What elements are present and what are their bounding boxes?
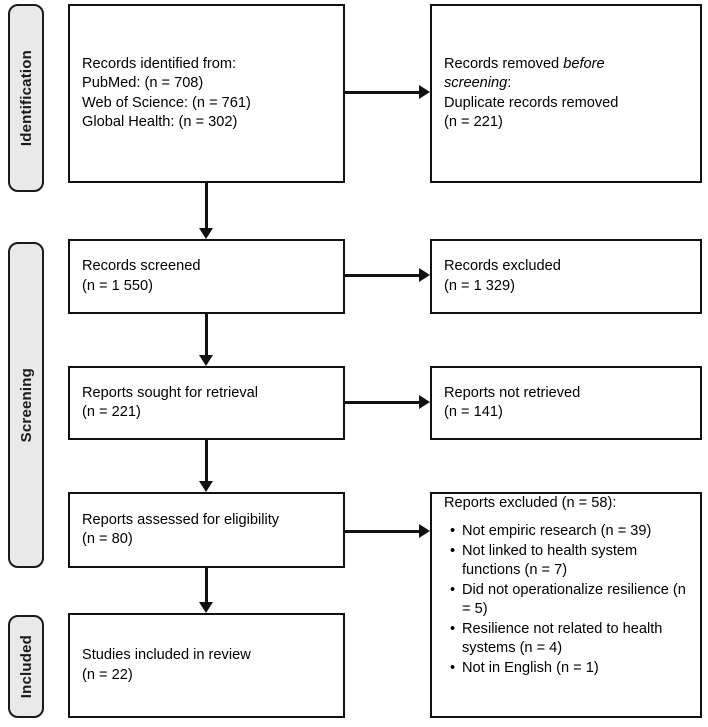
- connector-identified-to-screened: [205, 183, 208, 228]
- records-removed-box: Records removed before screening: Duplic…: [430, 4, 702, 183]
- arrow-right-icon-assessed-to-excluded: [419, 523, 430, 538]
- records-screened-box: Records screened (n = 1 550): [68, 239, 345, 314]
- records-removed-italic-before: before: [563, 56, 605, 72]
- list-item: Resilience not related to health systems…: [450, 620, 690, 658]
- connector-sought-to-assessed: [205, 440, 208, 481]
- records-removed-colon: :: [507, 75, 512, 92]
- records-identified-text: Records identified from: PubMed: (n = 70…: [82, 56, 251, 130]
- list-item: Did not operationalize resilience (n = 5…: [450, 581, 690, 619]
- stage-pill-screening-label: Screening: [17, 367, 35, 443]
- connector-identified-to-removed: [345, 91, 419, 94]
- records-screened-text: Records screened (n = 1 550): [82, 258, 201, 294]
- records-identified-box: Records identified from: PubMed: (n = 70…: [68, 4, 345, 183]
- reports-excluded-title: Reports excluded (n = 58):: [444, 495, 617, 511]
- reports-assessed-text: Reports assessed for eligibility (n = 80…: [82, 511, 280, 547]
- arrow-right-icon-identified-to-removed: [419, 84, 430, 99]
- records-excluded-text: Records excluded (n = 1 329): [444, 258, 561, 294]
- studies-included-box: Studies included in review (n = 22): [68, 613, 345, 718]
- stage-pill-identification-label: Identification: [17, 49, 35, 147]
- stage-pill-included-label: Included: [17, 634, 35, 699]
- list-item: Not empiric research (n = 39): [450, 522, 690, 541]
- arrow-down-icon-sought-to-assessed: [198, 481, 213, 492]
- connector-assessed-to-included: [205, 568, 208, 602]
- list-item: Not in English (n = 1): [450, 659, 690, 678]
- arrow-down-icon-assessed-to-included: [198, 602, 213, 613]
- reports-excluded-reason-list: Not empiric research (n = 39) Not linked…: [432, 522, 700, 679]
- records-removed-line1-prefix: Records removed: [444, 56, 564, 72]
- stage-pill-screening: Screening: [8, 242, 44, 568]
- records-excluded-box: Records excluded (n = 1 329): [430, 239, 702, 314]
- studies-included-text: Studies included in review (n = 22): [82, 647, 251, 683]
- reports-excluded-box: Reports excluded (n = 58): Not empiric r…: [430, 492, 702, 718]
- arrow-right-icon-sought-to-not-retrieved: [419, 394, 430, 409]
- arrow-down-icon-identified-to-screened: [198, 228, 213, 239]
- stage-pill-included: Included: [8, 615, 44, 718]
- connector-assessed-to-excluded: [345, 530, 419, 533]
- reports-not-retrieved-text: Reports not retrieved (n = 141): [444, 384, 581, 420]
- arrow-right-icon-screened-to-excluded: [419, 267, 430, 282]
- reports-sought-box: Reports sought for retrieval (n = 221): [68, 366, 345, 440]
- reports-not-retrieved-box: Reports not retrieved (n = 141): [430, 366, 702, 440]
- connector-screened-to-excluded: [345, 274, 419, 277]
- arrow-down-icon-screened-to-sought: [198, 355, 213, 366]
- records-removed-line4: (n = 221): [444, 113, 503, 130]
- records-removed-text: Records removed before screening: Duplic…: [432, 55, 700, 132]
- stage-pill-identification: Identification: [8, 4, 44, 192]
- list-item: Not linked to health system functions (n…: [450, 542, 690, 580]
- records-removed-italic-screening: screening: [444, 75, 508, 92]
- connector-screened-to-sought: [205, 314, 208, 355]
- connector-sought-to-not-retrieved: [345, 401, 419, 404]
- reports-assessed-box: Reports assessed for eligibility (n = 80…: [68, 492, 345, 568]
- reports-sought-text: Reports sought for retrieval (n = 221): [82, 384, 259, 420]
- records-removed-line3: Duplicate records removed: [444, 94, 619, 111]
